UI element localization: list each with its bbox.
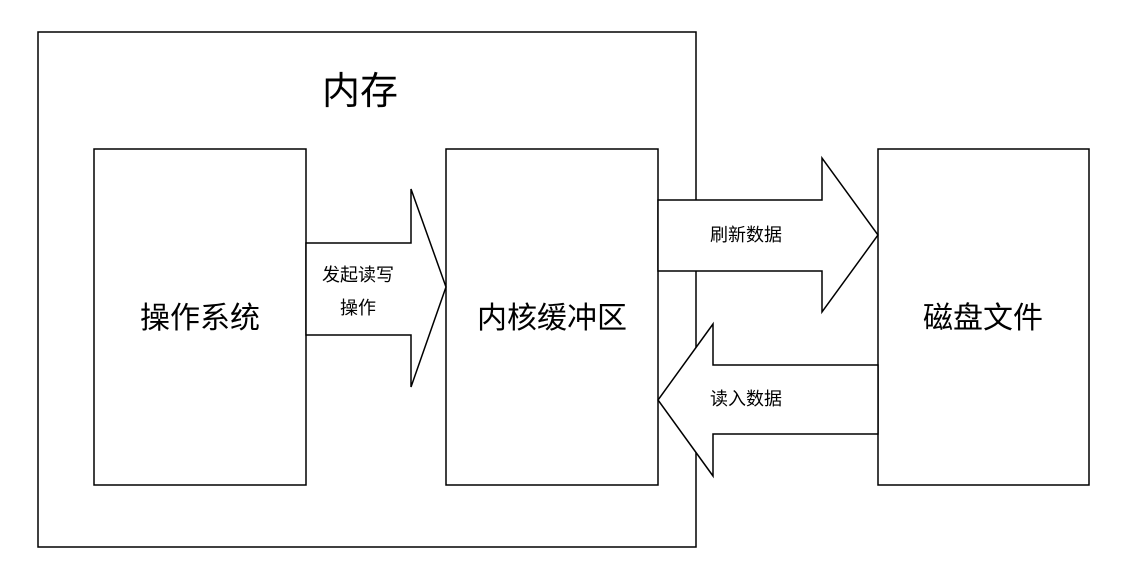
disk-file-box [877,148,1090,486]
read-in-data-label: 读入数据 [710,389,782,410]
read-in-data-arrow [657,321,879,479]
flush-data-arrow [657,155,879,315]
kernel-buffer-box [445,148,659,486]
os-label: 操作系统 [140,301,260,336]
disk-file-label: 磁盘文件 [923,301,1043,336]
read-write-label-line1: 发起读写 [322,265,394,286]
kernel-buffer-label: 内核缓冲区 [477,301,627,336]
read-write-label-line2: 操作 [340,298,376,319]
read-write-arrow [305,188,447,388]
flush-data-label: 刷新数据 [710,225,782,246]
os-box [93,148,307,486]
memory-title: 内存 [322,69,398,113]
